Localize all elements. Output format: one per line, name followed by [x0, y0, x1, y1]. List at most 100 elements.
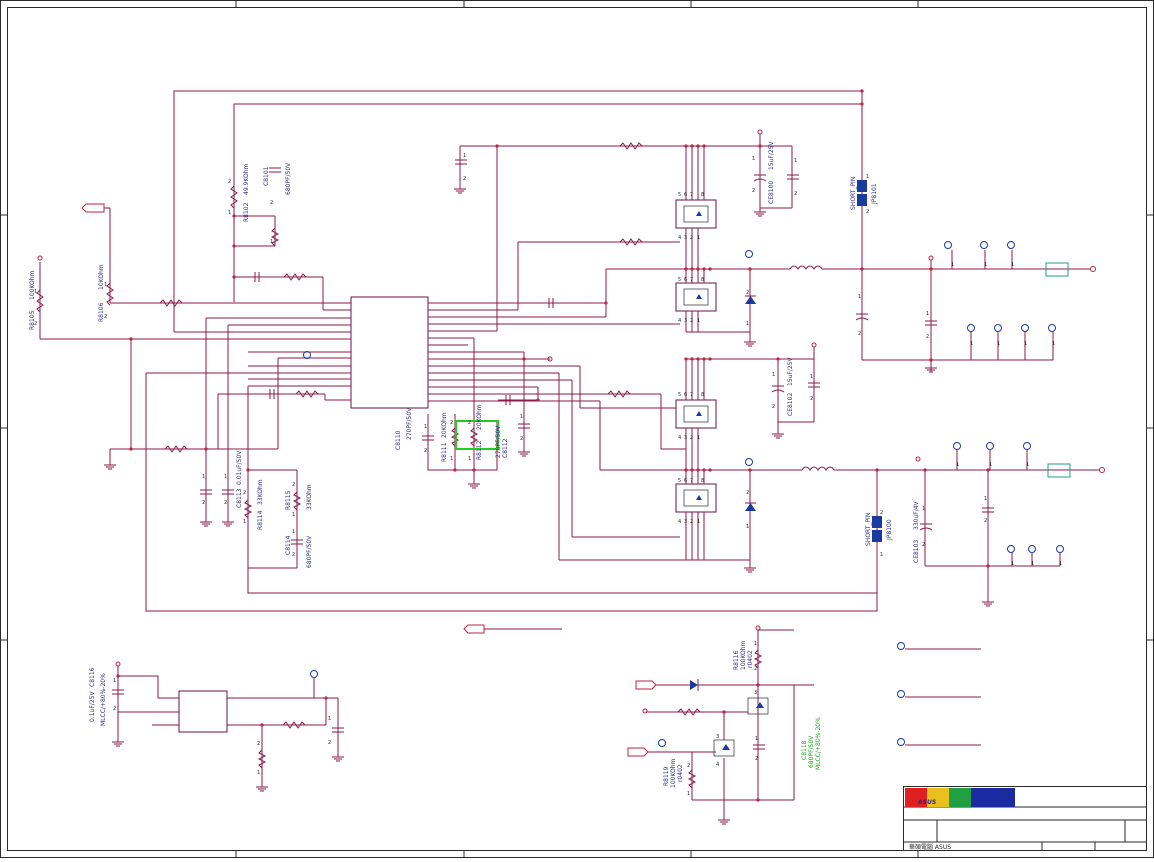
pin-number: 1: [34, 289, 37, 295]
pin-number: 1: [755, 736, 758, 742]
pin-number: 2: [690, 235, 693, 241]
r8111-ref: R8111: [441, 442, 448, 462]
pin-number: 2: [752, 188, 755, 194]
pin-number: 1: [292, 512, 295, 518]
pin-number: 1: [997, 341, 1000, 347]
asus-logo-text: ASUS: [917, 799, 936, 806]
pin-number: 6: [684, 277, 687, 283]
pin-number: 3: [754, 690, 757, 696]
c8118-ref: C8118: [801, 740, 808, 760]
pin-number: 2: [690, 435, 693, 441]
pin-number: 1: [104, 282, 107, 288]
ic-output-wires: [427, 145, 686, 561]
controller-ic: [350, 296, 429, 409]
ce8102-ref: CE8102: [787, 393, 794, 416]
pin-number: 5: [678, 192, 681, 198]
pin-number: 1: [292, 529, 295, 535]
r8116-package: r0402: [747, 650, 754, 668]
c8118-tolerance: MLCC/+80%-20%: [815, 717, 822, 770]
pin-number: 2: [450, 420, 453, 426]
c8110-ref: C8110: [395, 430, 402, 450]
c8101-value: 680PF/50V: [285, 162, 292, 195]
pin-number: 2: [270, 200, 273, 206]
pin-number: 1: [697, 235, 700, 241]
pin-number: 1: [810, 374, 813, 380]
pin-number: 2: [922, 542, 925, 548]
pin-number: 1: [257, 770, 260, 776]
pin-number: 2: [104, 314, 107, 320]
upper-phase: [675, 134, 1090, 372]
r8106-ref: R8106: [98, 302, 105, 322]
pin-number: 1: [228, 210, 231, 216]
ce8100-ref: CE8100: [768, 181, 775, 204]
pin-number: 1: [984, 496, 987, 502]
pin-number: 1: [1011, 561, 1014, 567]
pin-number: 2: [34, 321, 37, 327]
pin-number: 1: [202, 474, 205, 480]
jp8101-value: SHORT_PIN: [850, 177, 857, 210]
pin-number: 2: [880, 510, 883, 516]
pin-number: 2: [866, 209, 869, 215]
pin-number: 4: [678, 235, 681, 241]
pin-number: 1: [1024, 341, 1027, 347]
pin-number: 2: [520, 436, 523, 442]
pin-number: 2: [746, 490, 749, 496]
c8116-value: 0.1uF/25V: [89, 691, 96, 722]
pin-number: 4: [678, 318, 681, 324]
pin-number: 5: [678, 277, 681, 283]
pin-number: 8: [701, 192, 704, 198]
pin-number: 2: [202, 500, 205, 506]
jp8100-ref: JP8100: [886, 519, 893, 541]
pin-number: 1: [463, 153, 466, 159]
pin-number: 2: [810, 396, 813, 402]
pin-number: 2: [328, 740, 331, 746]
r8102-value: 49.9KOhm: [243, 164, 250, 195]
pin-number: 1: [1059, 561, 1062, 567]
r8106-value: 10KOhm: [98, 264, 105, 290]
c8118-value: 680PF/50V: [808, 735, 815, 768]
r8114-ref: R8114: [257, 510, 264, 530]
pin-number: 1: [468, 456, 471, 462]
c8114-ref: C8114: [285, 535, 292, 555]
pin-number: 1: [922, 506, 925, 512]
jp8100-value: SHORT_PIN: [865, 513, 872, 546]
pin-number: 7: [690, 392, 693, 398]
c8116-tolerance: MLCC/+80%-20%: [100, 673, 107, 726]
pin-number: 1: [270, 239, 273, 245]
pin-number: 4: [678, 519, 681, 525]
diodes: [690, 295, 756, 691]
c8112-ref: C8112: [502, 438, 509, 458]
pin-number: 2: [424, 448, 427, 454]
pin-number: 3: [684, 235, 687, 241]
pin-number: 3: [684, 435, 687, 441]
pin-number: 1: [520, 414, 523, 420]
pin-number: 1: [1011, 262, 1014, 268]
r8112-value: 20KOhm: [476, 404, 483, 430]
power-markers: [37, 129, 1064, 747]
regulator-circuit: [117, 666, 339, 785]
pin-number: 2: [243, 490, 246, 496]
pin-number: 2: [755, 756, 758, 762]
pin-number: 3: [684, 318, 687, 324]
pin-number: 1: [989, 462, 992, 468]
pin-number: 7: [690, 277, 693, 283]
pin-number: 2: [113, 706, 116, 712]
pin-number: 6: [684, 392, 687, 398]
pin-number: 4: [678, 435, 681, 441]
offpage-connectors: [81, 203, 716, 757]
pin-number: 1: [697, 519, 700, 525]
inductor-lower: [801, 466, 835, 471]
pin-numbers: 1 2 1 2 2 1 2 1 1 2 5 6 7 8 4 3 2 1 5 6 …: [34, 153, 1062, 797]
pin-number: 2: [772, 404, 775, 410]
pin-number: 1: [243, 519, 246, 525]
resistors: [36, 142, 763, 789]
pin-number: 1: [880, 552, 883, 558]
lower-phase: [675, 347, 1100, 611]
pin-number: 3: [716, 734, 719, 740]
pin-number: 8: [701, 392, 704, 398]
pin-number: 1: [697, 435, 700, 441]
pin-number: 2: [794, 191, 797, 197]
